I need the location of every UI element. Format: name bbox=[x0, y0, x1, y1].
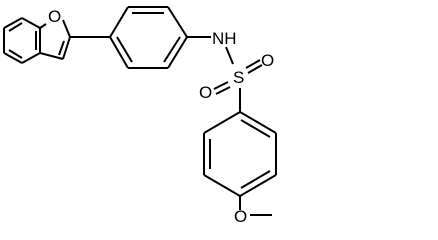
sulfonyl-double-bond-top bbox=[245, 59, 263, 74]
sulfonyl-oxygen-left-label: O bbox=[199, 83, 212, 102]
nh-label: NH bbox=[212, 29, 237, 48]
benzofuran-benzene-ring bbox=[3, 17, 41, 64]
sulfonyl-double-bond-left bbox=[213, 81, 231, 95]
methoxyphenyl-ring bbox=[203, 111, 277, 197]
methoxy-oxygen-label: O bbox=[234, 207, 247, 226]
nh-sulfur-bond bbox=[225, 46, 234, 65]
chemical-structure-diagram: O NH S O O O bbox=[3, 6, 277, 226]
benzofuran-furan-ring bbox=[39, 19, 71, 60]
central-phenyl-ring bbox=[109, 6, 188, 69]
furan-oxygen-label: O bbox=[48, 7, 61, 26]
sulfur-label: S bbox=[233, 68, 244, 87]
sulfonyl-oxygen-top-label: O bbox=[261, 51, 274, 70]
